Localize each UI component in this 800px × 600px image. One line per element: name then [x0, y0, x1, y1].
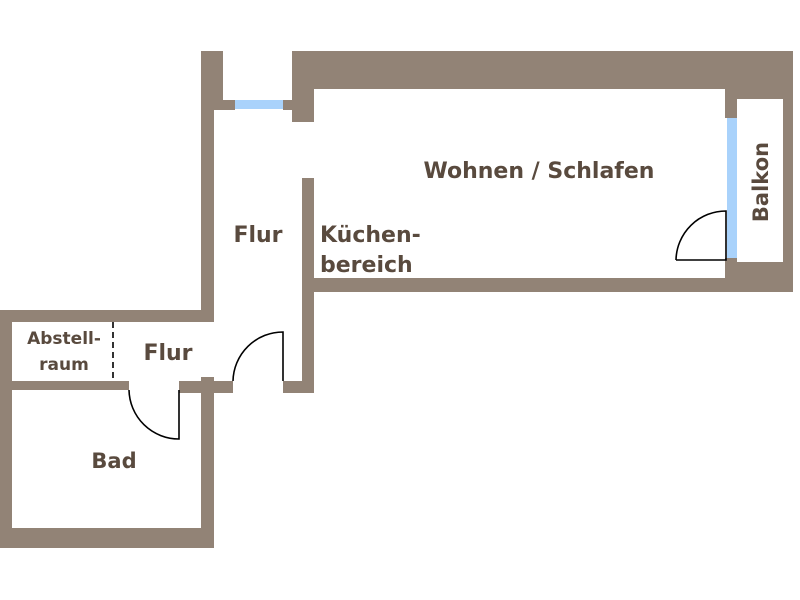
wall-corridor-top-right [283, 100, 314, 110]
wall-living-right-top [725, 89, 737, 118]
wall-balcony-top [737, 89, 793, 99]
room-label-abstell-1: Abstell- [27, 329, 101, 349]
door-flur[interactable] [232, 331, 284, 382]
room-label-kueche-1: Küchen- [320, 223, 421, 248]
wall-bad-right [201, 377, 214, 548]
room-label-wohnen: Wohnen / Schlafen [424, 159, 655, 184]
wall-flur-bottom-mid [179, 381, 233, 393]
wall-corridor-left-upper [201, 51, 223, 110]
wall-bad-bottom [0, 528, 214, 548]
room-label-kueche-2: bereich [320, 253, 413, 278]
room-label-flur-lower: Flur [143, 341, 192, 366]
wall-corridor-top-left [201, 100, 235, 110]
wall-outer-left [0, 310, 12, 548]
wall-corridor-left [201, 100, 214, 322]
wall-kueche-bottom [302, 278, 793, 292]
wall-top-left-stub [292, 51, 314, 122]
window-corridor [235, 100, 283, 109]
door-balcony[interactable] [675, 210, 727, 261]
wall-balcony-bottom [737, 262, 793, 292]
room-label-bad: Bad [91, 449, 136, 473]
wall-living-right-bottom [725, 258, 737, 292]
window-balcony [727, 118, 737, 258]
wall-abstell-bottom-left [12, 381, 129, 390]
wall-top-main [292, 51, 793, 89]
wall-balcony-right [783, 89, 793, 292]
room-label-flur-upper: Flur [233, 223, 282, 248]
wall-flur-bottom-right [283, 381, 314, 393]
room-label-balkon: Balkon [749, 142, 773, 222]
wall-abstell-top [0, 310, 214, 322]
room-label-abstell-2: raum [39, 355, 89, 375]
door-bad[interactable] [128, 389, 180, 440]
